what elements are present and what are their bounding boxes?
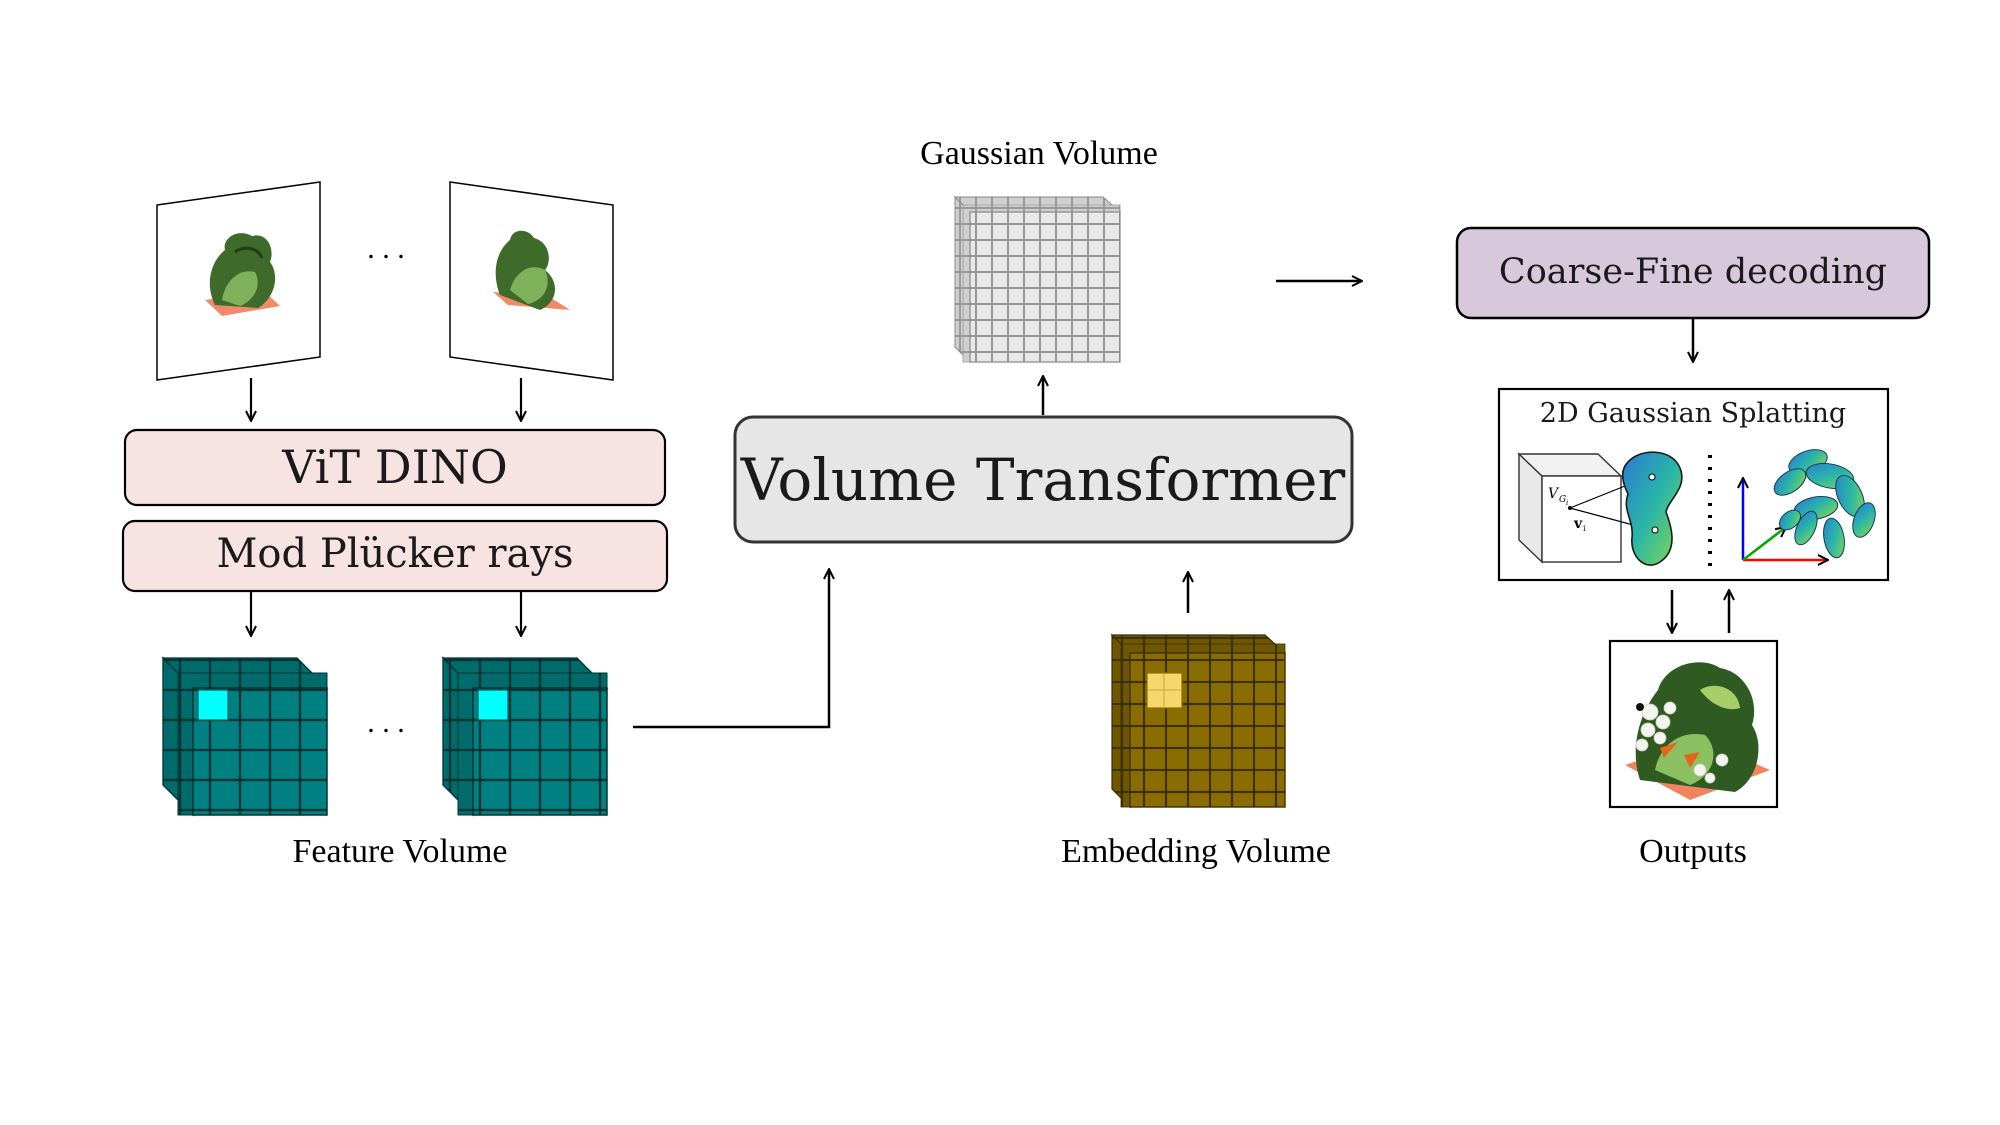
vertex-label: v — [1573, 516, 1583, 532]
vit-dino-label: ViT DINO — [281, 440, 507, 494]
embedding-volume-label: Embedding Volume — [1061, 833, 1331, 870]
voxel-subscript: G — [1559, 495, 1566, 505]
coarse-fine-decoding-label: Coarse-Fine decoding — [1499, 252, 1887, 292]
voxel-cube-icon: V G i v i — [1517, 452, 1653, 564]
feature-voxel-highlight — [477, 689, 509, 721]
voxel-index: i — [1566, 499, 1568, 507]
voxel-label: V — [1548, 486, 1560, 502]
volume-transformer-box: Volume Transformer — [733, 415, 1354, 544]
input-view-2 — [449, 181, 614, 381]
plucker-rays-box: Mod Plücker rays — [121, 519, 669, 593]
plant-object-image — [493, 230, 570, 310]
gaussian-splats-cluster-icon — [1773, 449, 1876, 559]
outputs-image — [1608, 639, 1779, 809]
feature-ellipsis: . . . — [367, 706, 405, 739]
vit-dino-box: ViT DINO — [123, 428, 667, 507]
volume-transformer-label: Volume Transformer — [740, 446, 1346, 514]
gaussian-volume-cube — [953, 195, 1122, 364]
views-ellipsis: . . . — [367, 232, 405, 265]
arrow-feature-to-transformer — [633, 569, 829, 729]
plant-object-image — [205, 233, 280, 316]
gaussian-blob-icon — [1621, 451, 1683, 566]
plucker-rays-label: Mod Plücker rays — [216, 531, 573, 577]
outputs-label: Outputs — [1639, 833, 1747, 870]
xyz-axes-icon — [1743, 478, 1828, 560]
input-view-1 — [156, 181, 321, 381]
feature-volume-cube-2 — [441, 656, 609, 817]
feature-volume-cube-1 — [161, 656, 329, 817]
coarse-fine-decoding-box: Coarse-Fine decoding — [1455, 226, 1931, 320]
vertex-index: i — [1583, 524, 1586, 533]
gaussian-splatting-panel: 2D Gaussian Splatting V G i v i — [1497, 387, 1890, 582]
splatting-title: 2D Gaussian Splatting — [1540, 398, 1846, 429]
gaussian-volume-label: Gaussian Volume — [920, 135, 1158, 172]
feature-volume-label: Feature Volume — [293, 833, 508, 870]
feature-voxel-highlight — [197, 689, 229, 721]
embedding-volume-cube — [1110, 633, 1287, 809]
